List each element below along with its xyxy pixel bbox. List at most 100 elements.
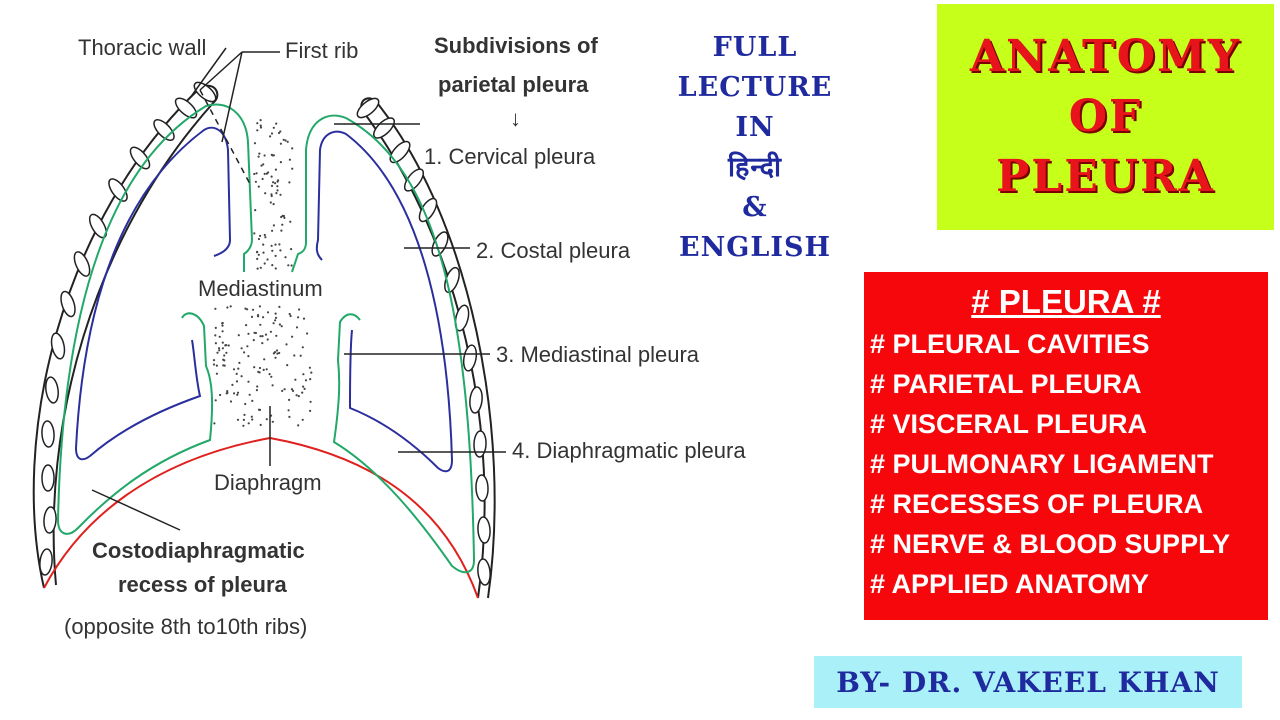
stipple-dot xyxy=(227,344,230,347)
stipple-dot xyxy=(261,177,264,181)
label-recess-2: recess of pleura xyxy=(118,572,288,597)
rib-segment xyxy=(193,81,217,103)
stipple-dot xyxy=(302,317,306,320)
stipple-dot xyxy=(269,135,272,138)
stipple-dot xyxy=(286,364,289,367)
title-line: PLEURA xyxy=(996,151,1215,202)
stipple-dot xyxy=(256,385,259,388)
stipple-dot xyxy=(288,181,291,184)
rib-segment xyxy=(454,304,470,332)
rib-segment xyxy=(356,97,380,119)
stipple-dot xyxy=(257,315,260,318)
stipple-dot xyxy=(256,267,259,270)
stipple-dot xyxy=(291,335,294,338)
stipple-dot xyxy=(279,142,282,145)
stipple-dot xyxy=(259,126,263,129)
stipple-dot xyxy=(265,172,268,175)
stipple-dot xyxy=(270,194,273,198)
stipple-dot xyxy=(262,316,265,319)
rib-segment xyxy=(73,251,91,277)
stipple-dot xyxy=(283,388,286,391)
rib-segment xyxy=(45,376,59,404)
stipple-dot xyxy=(280,325,283,328)
stipple-dot xyxy=(274,356,277,359)
topic-item: # NERVE & BLOOD SUPPLY xyxy=(870,529,1231,559)
rib-segment xyxy=(462,344,478,372)
stipple-dot xyxy=(279,193,282,196)
topic-item: # APPLIED ANATOMY xyxy=(870,569,1150,599)
stipple-dot xyxy=(287,409,290,412)
stipple-dot xyxy=(272,126,275,129)
leader-lines xyxy=(91,47,506,531)
title-line: ANATOMY xyxy=(969,31,1242,82)
stipple-dot xyxy=(262,368,265,371)
stipple-dot xyxy=(218,349,221,352)
stipple-dot xyxy=(244,402,247,406)
stipple-dot xyxy=(259,335,262,338)
stipple-dot xyxy=(269,201,272,204)
stipple-dot xyxy=(250,415,253,418)
stipple-dot xyxy=(294,378,297,381)
stipple-dot xyxy=(214,307,217,310)
stipple-dot xyxy=(270,184,274,187)
stipple-dot xyxy=(309,409,312,412)
stipple-dot xyxy=(266,258,269,261)
stipple-dot xyxy=(262,243,265,246)
stipple-dot xyxy=(290,248,293,251)
stipple-dot xyxy=(279,249,282,252)
stipple-dot xyxy=(253,142,257,145)
stipple-dot xyxy=(304,379,308,382)
stipple-dot xyxy=(214,326,217,329)
stipple-dot xyxy=(240,347,243,350)
stipple-dot xyxy=(272,203,275,206)
stipple-dot xyxy=(291,389,295,392)
stipple-dot xyxy=(237,367,240,370)
stipple-dot xyxy=(222,364,225,367)
mediastinum-stipple xyxy=(212,119,313,427)
stipple-dot xyxy=(306,332,309,335)
stipple-dot xyxy=(247,422,250,425)
stipple-dot xyxy=(278,243,281,246)
stipple-dot xyxy=(253,172,256,176)
stipple-dot xyxy=(284,139,287,142)
stipple-dot xyxy=(258,408,262,411)
stipple-dot xyxy=(214,342,217,345)
topic-item: # PULMONARY LIGAMENT xyxy=(870,449,1214,479)
stipple-dot xyxy=(268,373,271,376)
stipple-dot xyxy=(223,354,226,357)
lecture-line: LECTURE xyxy=(677,72,833,103)
author-banner: BY- DR. VAKEEL KHAN xyxy=(814,656,1242,708)
stipple-dot xyxy=(263,358,266,361)
stipple-dot xyxy=(302,373,305,376)
stipple-dot xyxy=(260,164,263,167)
stipple-dot xyxy=(302,385,305,388)
stipple-dot xyxy=(261,335,264,338)
stipple-dot xyxy=(262,163,265,166)
stipple-dot xyxy=(221,324,224,327)
stipple-dot xyxy=(290,388,294,391)
stipple-dot xyxy=(283,216,286,219)
lecture-line: ENGLISH xyxy=(679,232,831,263)
stipple-dot xyxy=(278,323,281,326)
stipple-dot xyxy=(247,380,250,383)
lecture-line: FULL xyxy=(712,32,798,63)
stipple-dot xyxy=(271,384,274,387)
rib-segment xyxy=(403,168,425,192)
stipple-dot xyxy=(229,305,232,308)
stipple-dot xyxy=(255,172,258,175)
rib-segment xyxy=(43,506,57,534)
stipple-dot xyxy=(218,335,221,338)
right-parietal-pleura xyxy=(291,114,476,574)
stipple-dot xyxy=(238,361,241,364)
stipple-dot xyxy=(286,140,289,143)
stipple-dot xyxy=(289,314,292,318)
stipple-dot xyxy=(271,229,274,232)
stipple-dot xyxy=(299,354,302,357)
stipple-dot xyxy=(258,152,261,155)
stipple-dot xyxy=(279,130,282,133)
stipple-dot xyxy=(257,185,260,188)
stipple-dot xyxy=(219,393,222,397)
stipple-dot xyxy=(259,119,262,122)
stipple-dot xyxy=(271,264,274,267)
stipple-dot xyxy=(246,308,249,311)
